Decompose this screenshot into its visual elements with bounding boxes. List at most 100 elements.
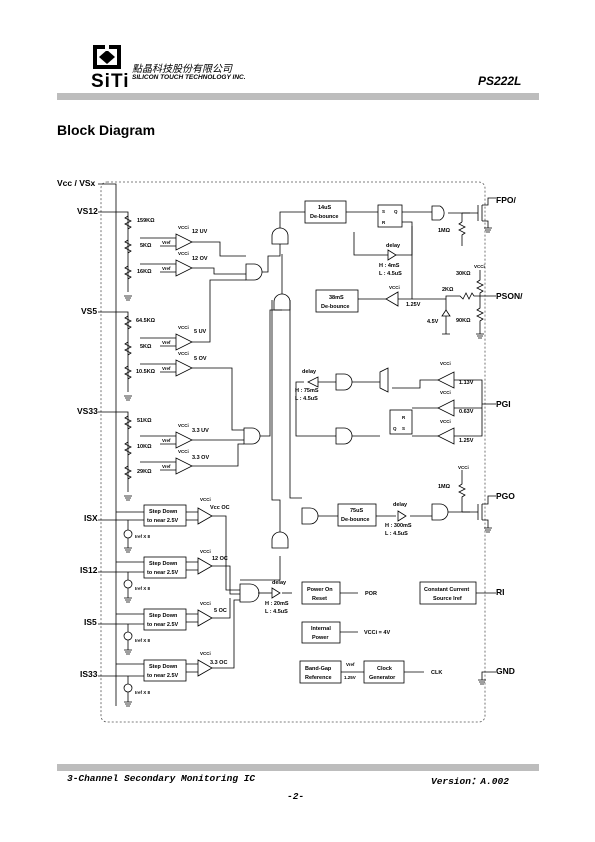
bandgap-line2: Reference — [305, 675, 332, 681]
clock-line2: Generator — [369, 675, 396, 681]
vcci-label: VCCi — [389, 285, 400, 290]
sr-mid-q: Q — [393, 426, 397, 431]
debounce-38ms — [315, 289, 359, 313]
res-64-5k: 64.5KΩ — [136, 318, 156, 324]
res-30k: 30KΩ — [456, 271, 471, 277]
res-5k: 5KΩ — [140, 243, 152, 249]
sr-latch-mid — [389, 409, 413, 435]
vcci-label: VCCi — [178, 423, 189, 428]
pgi-comparators — [392, 371, 496, 445]
clk-output: CLK — [431, 670, 442, 676]
bandgap-vref: Vref — [346, 662, 355, 667]
res-2k: 2KΩ — [442, 287, 454, 293]
bandgap-voltage: 1.25V — [344, 675, 356, 680]
vref-label: Vref — [162, 240, 171, 245]
vcci-label: VCCi — [200, 549, 211, 554]
vcci-label: VCCi — [178, 225, 189, 230]
vcci-output: VCCi = 4V — [364, 630, 390, 636]
por-line1: Power On — [307, 587, 333, 593]
comp-vcc-oc: Vcc OC — [210, 505, 230, 511]
vcci-label: VCCi — [440, 390, 451, 395]
delay-label-4: delay — [272, 580, 287, 586]
vref-label: Vref — [162, 464, 171, 469]
por-line2: Reset — [312, 596, 327, 602]
debounce-14us — [304, 200, 347, 224]
comp-33-oc: 3.3 OC — [210, 660, 227, 666]
res-5k-b: 5KΩ — [140, 344, 152, 350]
fpo-output-stage — [458, 197, 496, 246]
pgo-output-stage — [458, 470, 496, 533]
step-down-is12-line2: to near 2.5V — [147, 570, 179, 576]
pin-is33: IS33 — [80, 669, 98, 679]
pin-vcc-vsx: Vcc / VSx — [57, 178, 96, 188]
section-title: Block Diagram — [57, 122, 156, 138]
current-source-line2: Source Iref — [433, 596, 462, 602]
res-10k: 10KΩ — [137, 444, 152, 450]
delay-4-low: L : 4.5uS — [265, 609, 288, 615]
logo-text: SiTi — [91, 71, 130, 92]
part-number: PS222L — [478, 74, 522, 88]
current-source-line1: Constant Current — [424, 587, 469, 593]
vs5-divider — [124, 315, 132, 401]
pin-fpo: FPO/ — [496, 195, 516, 205]
footer-product-title: 3-Channel Secondary Monitoring IC — [67, 773, 256, 784]
pin-is5: IS5 — [84, 617, 97, 627]
step-down-is12 — [143, 556, 187, 579]
vcci-label: VCCi — [200, 601, 211, 606]
delay-3-low: L : 4.5uS — [385, 531, 408, 537]
mux-block — [379, 367, 389, 393]
delay-3-high: H : 300mS — [385, 523, 412, 529]
sr-top-s: S — [382, 209, 385, 214]
bandgap-line1: Band-Gap — [305, 666, 332, 672]
vcci-label: VCCi — [200, 651, 211, 656]
sr-top-r: R — [382, 220, 386, 225]
comp-5uv: 5 UV — [194, 329, 207, 335]
siti-logo-mark — [93, 45, 121, 69]
res-159k: 159KΩ — [137, 218, 155, 224]
debounce-75us — [337, 503, 377, 527]
comparators-uv-ov — [140, 233, 193, 475]
sr-top-q: Q — [394, 209, 398, 214]
pin-is12: IS12 — [80, 565, 98, 575]
debounce-14us-line2: De-bounce — [310, 214, 338, 220]
zener-4-5v: 4.5V — [427, 319, 439, 325]
internal-power — [301, 621, 341, 644]
delay-1-high: H : 4mS — [379, 263, 400, 269]
step-down-is33-line2: to near 2.5V — [147, 673, 179, 679]
pgi-ref-063: 0.63V — [459, 409, 474, 415]
step-down-isx-line1: Step Down — [149, 509, 178, 515]
comp-5ov: 5 OV — [194, 356, 207, 362]
sr-mid-s: S — [402, 426, 405, 431]
company-name-chinese: 點晶科技股份有限公司 — [132, 64, 232, 75]
comp-12-oc: 12 OC — [212, 556, 228, 562]
vs33-divider — [124, 415, 132, 501]
pin-isx: ISX — [84, 513, 98, 523]
sr-latch-top — [377, 204, 403, 228]
delay-2-low: L : 4.5uS — [295, 396, 318, 402]
res-16k: 16KΩ — [137, 269, 152, 275]
vs12-divider — [124, 215, 132, 301]
vref-label: Vref — [162, 366, 171, 371]
footer-divider-bar — [57, 764, 539, 771]
pin-pson: PSON/ — [496, 291, 523, 301]
delay-4-high: H : 20mS — [265, 601, 289, 607]
vref-label: Vref — [162, 340, 171, 345]
comp-33uv: 3.3 UV — [192, 428, 209, 434]
pin-vs33: VS33 — [77, 406, 98, 416]
vcci-label: VCCi — [178, 351, 189, 356]
step-down-is33 — [143, 659, 187, 682]
delay-label-1: delay — [386, 243, 401, 249]
clock-line1: Clock — [377, 666, 393, 672]
footer-version: Version：A.002 — [431, 776, 509, 787]
vref-label: Vref — [162, 266, 171, 271]
debounce-14us-line1: 14uS — [318, 205, 331, 211]
pson-input-network — [412, 270, 496, 339]
iref-x8-is33: Iref X 8 — [135, 690, 151, 695]
vref-label: Vref — [162, 438, 171, 443]
step-down-isx — [143, 504, 187, 527]
comp-33ov: 3.3 OV — [192, 455, 209, 461]
res-90k: 90KΩ — [456, 318, 471, 324]
vcci-label: VCCi — [178, 449, 189, 454]
internal-power-line2: Power — [312, 635, 329, 641]
